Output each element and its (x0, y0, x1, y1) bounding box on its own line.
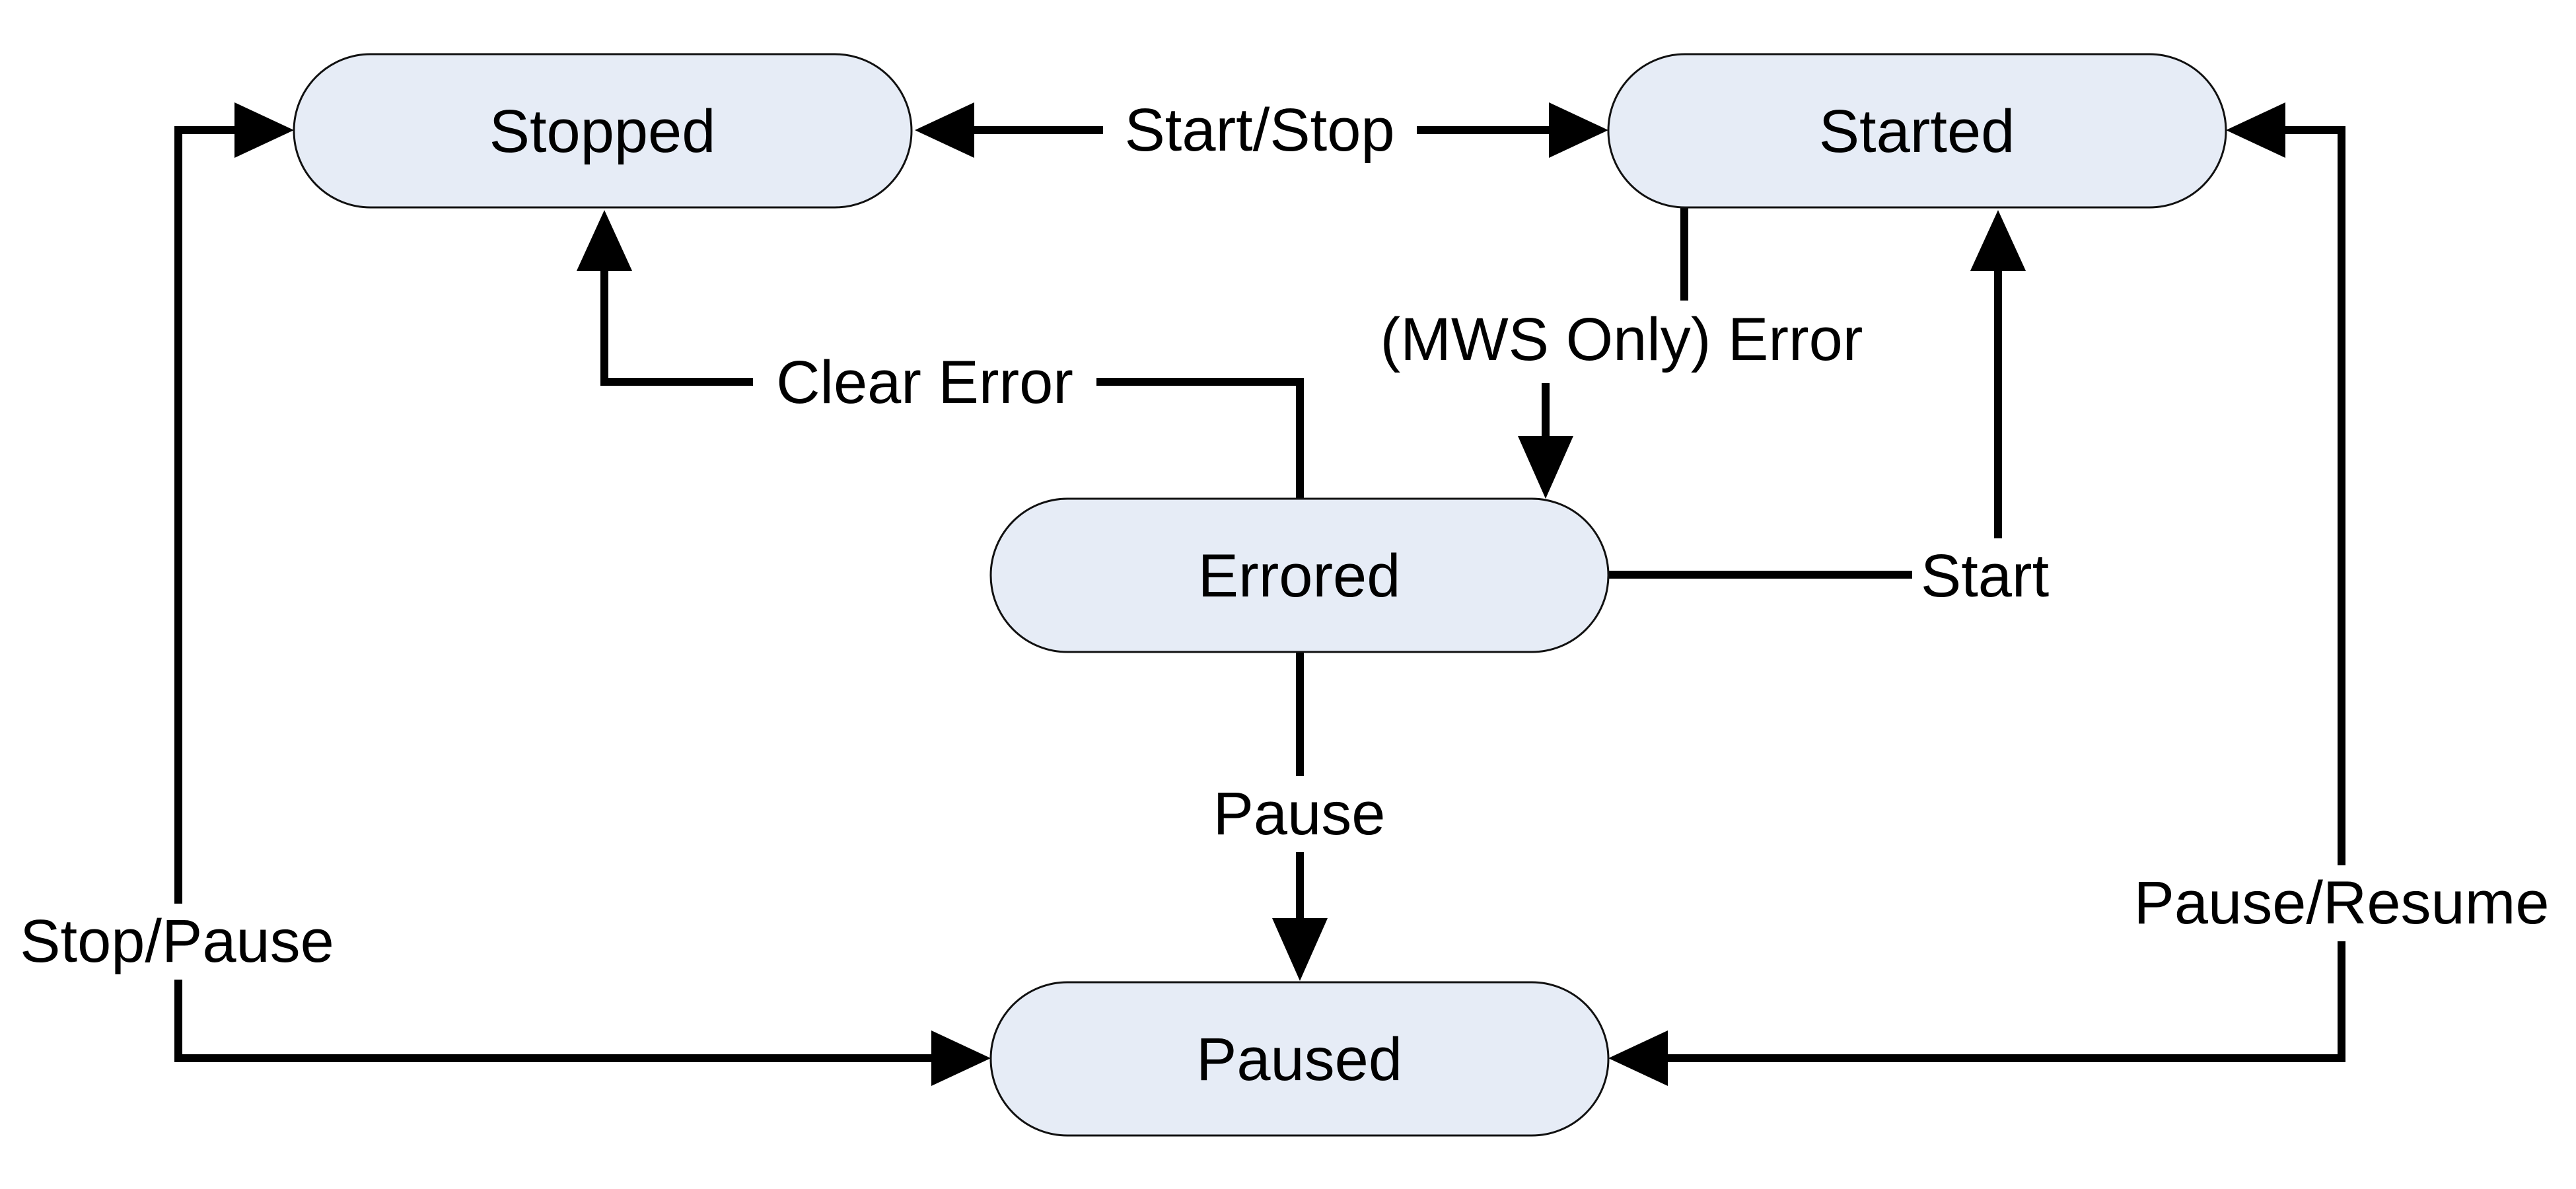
arrowhead-into-paused-top (1272, 918, 1328, 981)
label-stop-pause: Stop/Pause (20, 908, 334, 975)
state-paused: Paused (989, 981, 1610, 1137)
state-stopped-label: Stopped (489, 98, 716, 165)
label-clear-error: Clear Error (776, 349, 1073, 416)
state-errored: Errored (989, 497, 1610, 653)
label-start: Start (1921, 542, 2049, 610)
arrowhead-into-stopped-right (915, 102, 974, 158)
label-start-stop: Start/Stop (1124, 96, 1394, 164)
label-mws-only-error: (MWS Only) Error (1380, 306, 1863, 373)
arrowhead-into-started-bottom (1970, 210, 2026, 271)
arrowhead-into-paused-left (931, 1030, 991, 1086)
label-pause-resume: Pause/Resume (2134, 869, 2550, 937)
arrowhead-into-paused-right (1608, 1030, 1668, 1086)
arrowhead-into-stopped-left (234, 102, 294, 158)
state-paused-label: Paused (1196, 1026, 1402, 1093)
edge-stop-pause (174, 126, 935, 1062)
arrowhead-into-errored-top (1518, 436, 1573, 499)
state-started: Started (1607, 53, 2227, 209)
arrowhead-into-started-left (1549, 102, 1608, 158)
arrowhead-into-stopped-bottom (577, 210, 632, 271)
state-started-label: Started (1819, 98, 2015, 165)
arrowhead-into-started-right (2226, 102, 2285, 158)
state-errored-label: Errored (1198, 542, 1401, 610)
edge-pause-resume (1664, 126, 2345, 1062)
state-stopped: Stopped (293, 53, 913, 209)
label-pause: Pause (1213, 780, 1386, 847)
